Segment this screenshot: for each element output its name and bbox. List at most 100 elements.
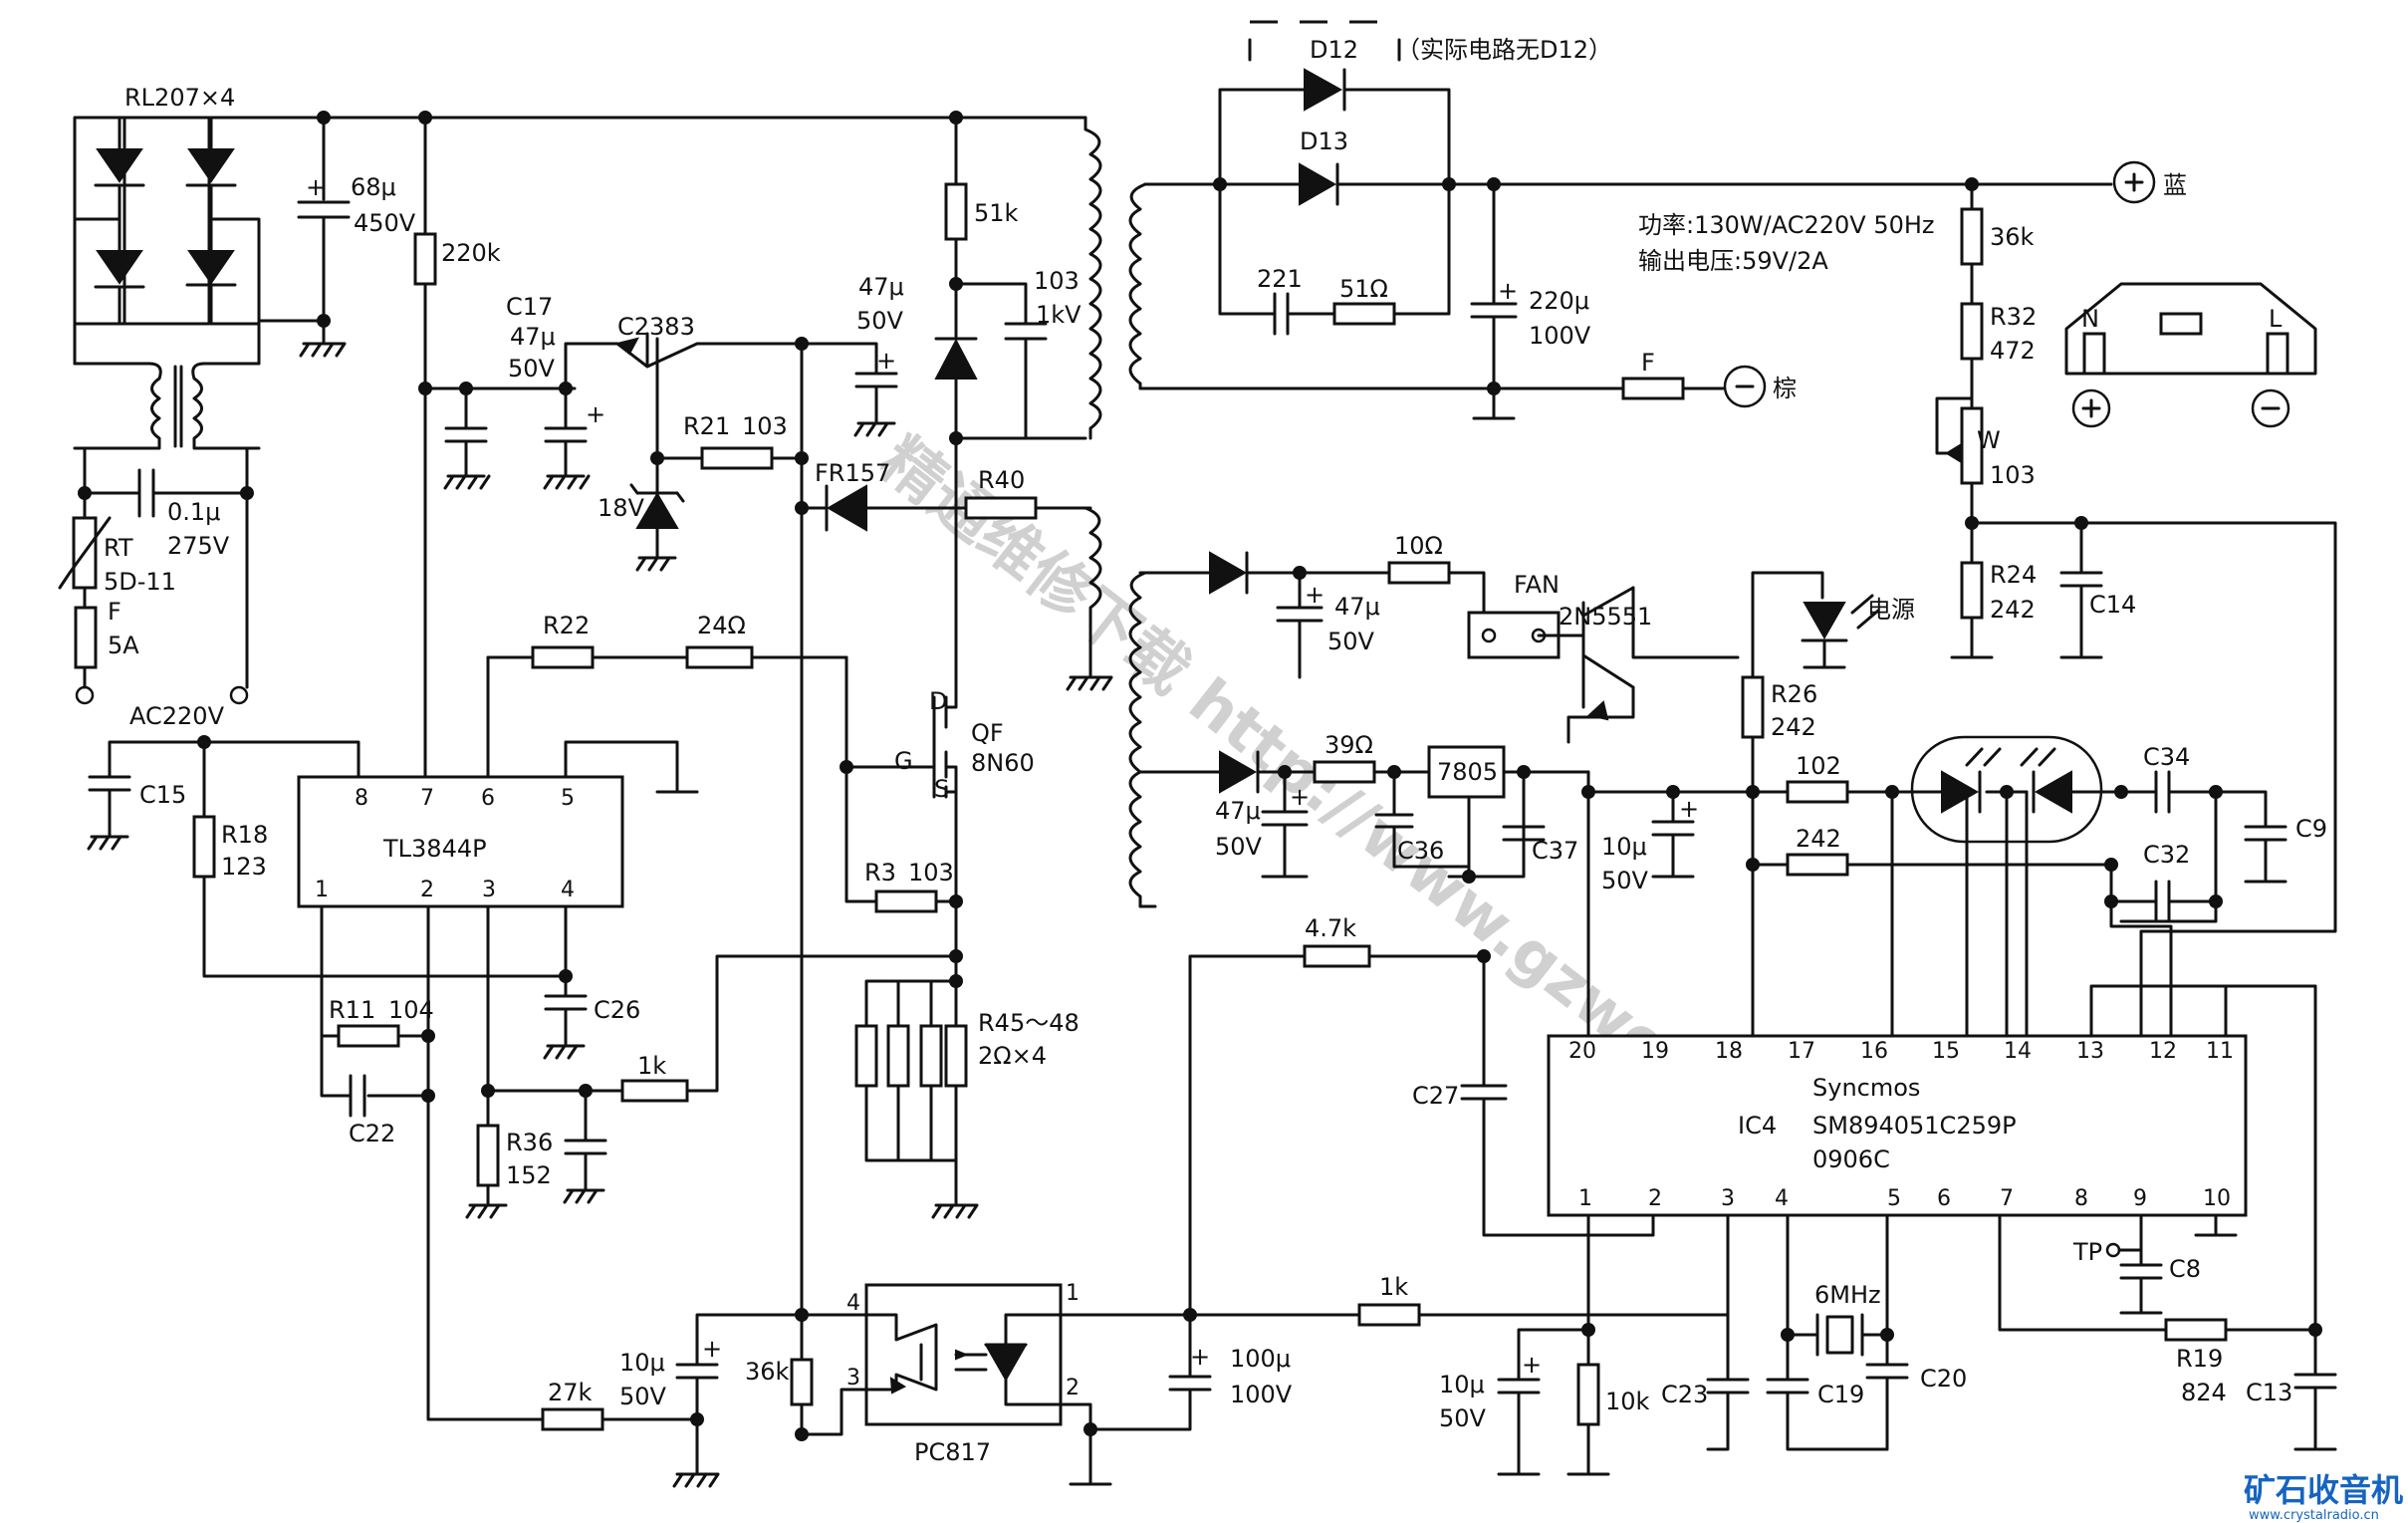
tl3844p-ic [297, 775, 624, 908]
svg-text:10: 10 [2203, 1186, 2231, 1211]
r1k-a-resistor [620, 1079, 689, 1103]
c15-label: C15 [139, 781, 186, 809]
c26-label: C26 [594, 996, 640, 1024]
c47u-fan-voltage: 50V [1327, 628, 1375, 655]
trimmer-label: W [1977, 426, 2001, 454]
svg-text:19: 19 [1641, 1039, 1669, 1064]
svg-text:9: 9 [2133, 1186, 2147, 1211]
regulator-label: 7805 [1437, 758, 1498, 786]
r1k-a-value: 1k [637, 1052, 666, 1080]
c-top-value: 47μ [858, 273, 904, 301]
ic4-brand: Syncmos [1812, 1074, 1920, 1102]
r10ohm-value: 10Ω [1394, 532, 1443, 560]
bulk-cap-voltage: 450V [354, 209, 416, 237]
d13-label: D13 [1300, 127, 1348, 155]
bridge-label: RL207×4 [124, 84, 235, 112]
svg-text:2: 2 [1648, 1186, 1662, 1211]
mosfet-label: QF [971, 719, 1004, 747]
svg-text:+: + [1498, 277, 1518, 305]
logo-area [2241, 1464, 2408, 1523]
svg-text:7: 7 [2000, 1186, 2014, 1211]
output-plug [2064, 282, 2317, 428]
r10ohm-resistor [1387, 561, 1451, 585]
svg-text:8: 8 [2074, 1186, 2088, 1211]
test-point-label: TP [2072, 1238, 2102, 1266]
common-mode-choke [73, 322, 261, 450]
logo-url: www.crystalradio.cn [2249, 1508, 2379, 1523]
c32-label: C32 [2143, 841, 2190, 869]
r21-label: R21 [683, 412, 730, 440]
c47u-5-voltage: 50V [1215, 833, 1263, 861]
r24ohm-value: 24Ω [697, 612, 746, 639]
sense-resistors [854, 979, 979, 1219]
svg-text:4: 4 [846, 1291, 860, 1316]
c10u-b-voltage: 50V [1601, 867, 1649, 894]
c221-value: 221 [1257, 265, 1303, 293]
svg-text:+: + [702, 1335, 722, 1363]
svg-text:2: 2 [420, 878, 434, 902]
crystal-label: 6MHz [1814, 1281, 1881, 1309]
ac-terminal-left [75, 685, 95, 705]
svg-text:13: 13 [2076, 1039, 2104, 1064]
r18-value: 123 [221, 853, 267, 881]
fr157-label: FR157 [815, 459, 890, 487]
power-spec: 功率:130W/AC220V 50Hz [1638, 211, 1935, 239]
r3-value: 103 [908, 859, 954, 887]
x-cap-voltage: 275V [167, 532, 230, 560]
svg-text:+: + [1290, 783, 1310, 811]
c9-label: C9 [2295, 815, 2327, 843]
c2383-label: C2383 [617, 313, 695, 341]
svg-text:1: 1 [1578, 1186, 1592, 1211]
c10u-c-value: 10μ [1439, 1371, 1485, 1398]
r10k-value: 10k [1605, 1388, 1650, 1415]
svg-text:5: 5 [1887, 1186, 1901, 1211]
c20-label: C20 [1920, 1365, 1967, 1393]
c220u-value: 220μ [1529, 287, 1589, 315]
c36-label: C36 [1397, 837, 1444, 865]
thermistor-value: 5D-11 [104, 568, 176, 596]
r26-resistor [1741, 675, 1765, 739]
r36k-resistor [1960, 207, 1984, 266]
c47u-5-value: 47μ [1215, 797, 1261, 825]
r40-resistor [964, 496, 1038, 520]
r27k-resistor [541, 1407, 604, 1431]
ic4-mcu [1547, 1034, 2248, 1217]
r18-resistor [192, 815, 216, 879]
input-fuse-label: F [108, 598, 121, 626]
r24-label: R24 [1990, 561, 2037, 589]
svg-text:12: 12 [2149, 1039, 2177, 1064]
r19-value: 824 [2181, 1379, 2227, 1406]
r3-resistor [874, 889, 938, 913]
mosfet-drain-label: D [929, 687, 947, 715]
plug-l-label: L [2269, 305, 2283, 333]
r21-resistor [700, 446, 774, 470]
r24ohm-resistor [685, 645, 754, 669]
ac-terminal-right [229, 685, 249, 705]
r19-label: R19 [2176, 1345, 2223, 1373]
x-cap-value: 0.1μ [167, 498, 220, 526]
c8-label: C8 [2169, 1255, 2201, 1283]
svg-text:3: 3 [482, 878, 496, 902]
r21-value: 103 [742, 412, 788, 440]
c37-label: C37 [1532, 837, 1578, 865]
output-spec: 输出电压:59V/2A [1638, 247, 1828, 275]
c220u-voltage: 100V [1529, 322, 1591, 350]
startup-resistor-value: 220k [441, 239, 501, 267]
bulk-cap-value: 68μ [351, 173, 396, 201]
r4k7-resistor [1303, 944, 1371, 968]
r51k-value: 51k [974, 199, 1019, 227]
fan-label: FAN [1514, 571, 1560, 599]
r3-label: R3 [864, 859, 896, 887]
r242-value: 242 [1796, 825, 1841, 853]
pc817-label: PC817 [914, 1438, 991, 1466]
zener-label: 18V [598, 494, 645, 522]
svg-text:+: + [1522, 1351, 1542, 1379]
test-point [2105, 1242, 2121, 1258]
c19-label: C19 [1817, 1381, 1864, 1408]
c17-label: C17 [506, 293, 553, 321]
svg-text:14: 14 [2004, 1039, 2032, 1064]
output-positive-terminal [2112, 160, 2156, 204]
c103-value: 103 [1034, 267, 1080, 295]
r32-label: R32 [1990, 303, 2037, 331]
r32-value: 472 [1990, 337, 2036, 365]
